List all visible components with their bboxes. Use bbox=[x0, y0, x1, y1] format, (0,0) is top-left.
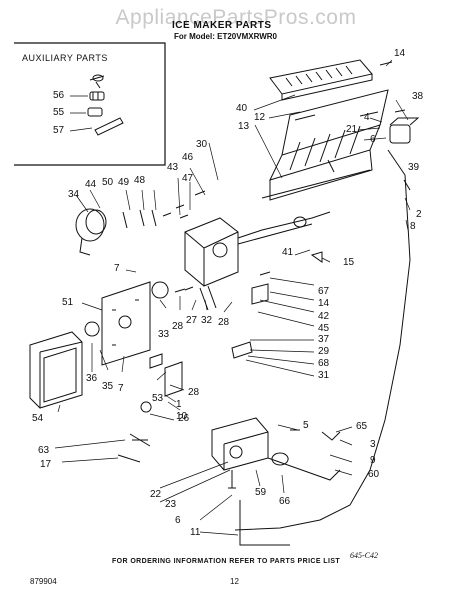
callout-35: 35 bbox=[102, 381, 114, 392]
callout-30: 30 bbox=[196, 139, 208, 150]
callout-1: 1 bbox=[176, 399, 182, 410]
ordering-note: FOR ORDERING INFORMATION REFER TO PARTS … bbox=[112, 558, 341, 565]
callout-39: 39 bbox=[408, 162, 420, 173]
callout-15: 15 bbox=[343, 257, 355, 268]
ejector-rack bbox=[269, 59, 373, 101]
callout-32: 32 bbox=[201, 315, 213, 326]
callout-56: 56 bbox=[53, 90, 65, 101]
callout-17: 17 bbox=[40, 459, 52, 470]
auxiliary-parts-drawing bbox=[87, 74, 124, 136]
water-valve bbox=[211, 417, 290, 546]
callout-6b: 6 bbox=[175, 515, 181, 526]
callout-7b: 7 bbox=[118, 383, 124, 394]
callout-14: 14 bbox=[394, 48, 406, 59]
callout-28a: 28 bbox=[172, 321, 184, 332]
callout-31: 31 bbox=[318, 370, 330, 381]
shutoff-switch bbox=[389, 117, 420, 144]
callout-48: 48 bbox=[134, 175, 146, 186]
callout-27: 27 bbox=[186, 315, 198, 326]
callout-59: 59 bbox=[255, 487, 267, 498]
small-parts bbox=[84, 61, 411, 481]
callout-55: 55 bbox=[53, 107, 65, 118]
callout-11: 11 bbox=[190, 527, 201, 538]
callout-41: 41 bbox=[282, 247, 294, 258]
callout-34: 34 bbox=[68, 189, 80, 200]
auxiliary-parts-box bbox=[14, 42, 166, 166]
callout-53: 53 bbox=[152, 393, 164, 404]
callout-68: 68 bbox=[318, 358, 330, 369]
callout-38: 38 bbox=[412, 91, 424, 102]
model-number: For Model: ET20VMXRWR0 bbox=[174, 32, 277, 41]
callout-5: 5 bbox=[303, 420, 309, 431]
ice-mold bbox=[261, 89, 389, 201]
callout-37: 37 bbox=[318, 334, 330, 345]
callout-28c: 28 bbox=[188, 387, 200, 398]
callout-50: 50 bbox=[102, 177, 114, 188]
callout-8: 8 bbox=[410, 221, 416, 232]
callout-45: 45 bbox=[318, 323, 330, 334]
callout-51: 51 bbox=[62, 297, 74, 308]
callout-6: 6 bbox=[370, 134, 376, 145]
callout-49: 49 bbox=[118, 177, 130, 188]
auxiliary-parts-title: AUXILIARY PARTS bbox=[22, 53, 108, 63]
mounting-plate bbox=[101, 281, 151, 366]
callout-66: 66 bbox=[279, 496, 291, 507]
callout-33: 33 bbox=[158, 329, 170, 340]
callout-54: 54 bbox=[32, 413, 44, 424]
callout-29: 29 bbox=[318, 346, 330, 357]
callout-67: 67 bbox=[318, 286, 330, 297]
watermark: AppliancePartsPros.com bbox=[115, 6, 357, 29]
callout-21: 21 bbox=[346, 124, 358, 135]
callout-65: 65 bbox=[356, 421, 368, 432]
callout-2: 2 bbox=[416, 209, 422, 220]
leader-lines bbox=[54, 59, 411, 536]
front-cover bbox=[29, 331, 83, 409]
callout-22: 22 bbox=[150, 489, 162, 500]
fill-tube-harness bbox=[234, 149, 411, 531]
callout-9: 9 bbox=[370, 455, 376, 466]
callout-47: 47 bbox=[182, 173, 194, 184]
callout-40: 40 bbox=[236, 103, 248, 114]
diagram-title: ICE MAKER PARTS bbox=[172, 20, 272, 31]
callout-43: 43 bbox=[167, 162, 179, 173]
callout-3: 3 bbox=[370, 439, 376, 450]
callout-14b: 14 bbox=[318, 298, 330, 309]
callout-46: 46 bbox=[182, 152, 194, 163]
callout-63: 63 bbox=[38, 445, 50, 456]
callout-12: 12 bbox=[254, 112, 266, 123]
document-code: 879904 bbox=[30, 577, 57, 586]
callout-36: 36 bbox=[86, 373, 98, 384]
callout-23: 23 bbox=[165, 499, 177, 510]
motor bbox=[75, 208, 107, 256]
callout-57: 57 bbox=[53, 125, 65, 136]
callout-26: 26 bbox=[178, 413, 190, 424]
callout-10: 10 bbox=[176, 411, 188, 422]
callout-60: 60 bbox=[368, 469, 380, 480]
page-number: 12 bbox=[230, 577, 239, 586]
callout-44: 44 bbox=[85, 179, 97, 190]
callout-13: 13 bbox=[238, 121, 250, 132]
handwritten-note: 645-C42 bbox=[350, 551, 378, 560]
callout-28b: 28 bbox=[218, 317, 230, 328]
callout-7: 7 bbox=[114, 263, 120, 274]
callout-4: 4 bbox=[364, 112, 370, 123]
callout-42: 42 bbox=[318, 311, 330, 322]
control-housing bbox=[184, 217, 239, 287]
